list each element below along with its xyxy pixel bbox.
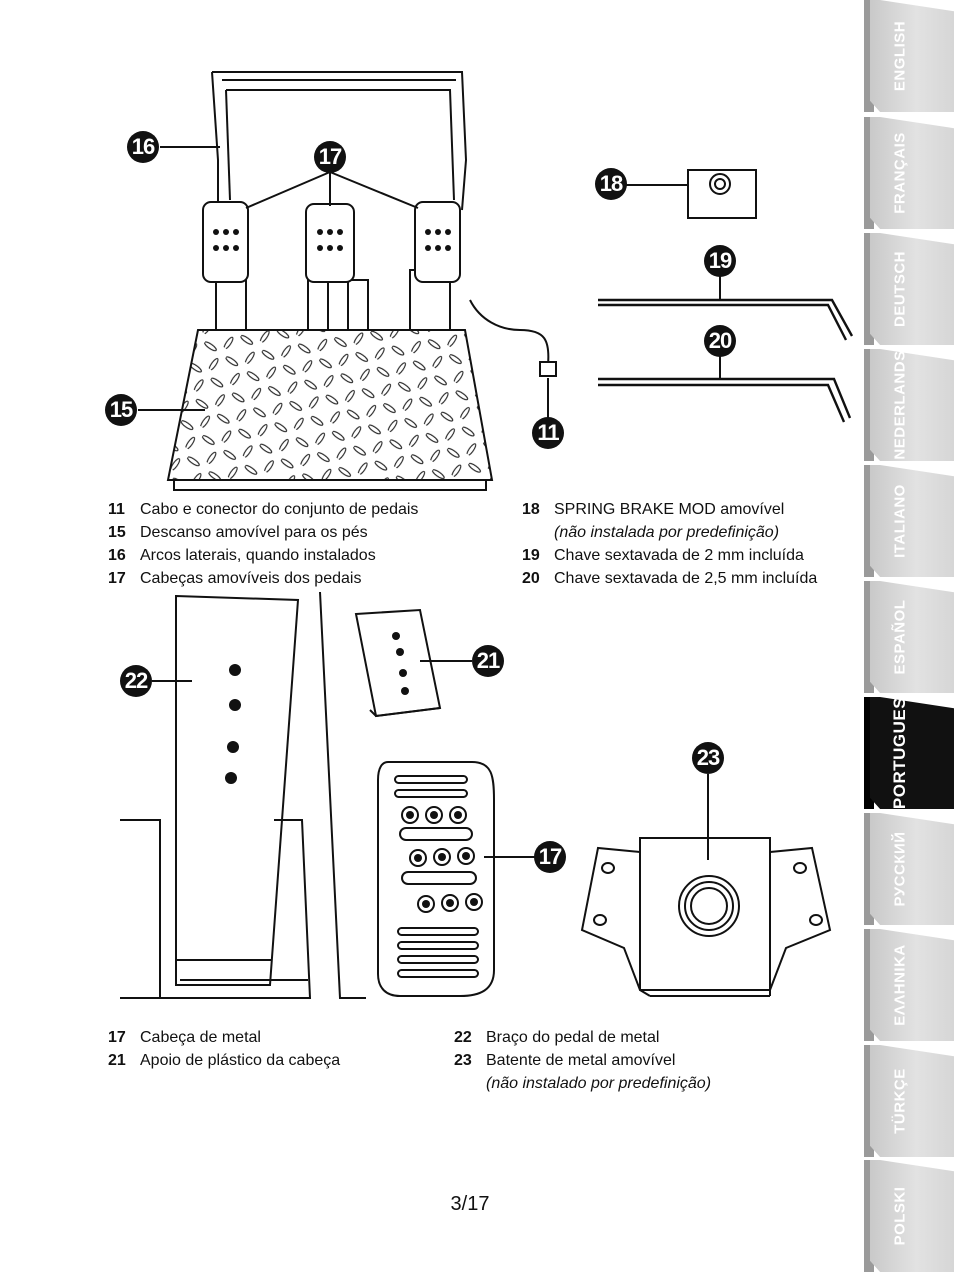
tab-ellinika[interactable]: ΕΛΛΗΝΙΚΑ	[864, 929, 954, 1041]
tab-portugues[interactable]: PORTUGUES	[864, 697, 954, 809]
tab-nederlands[interactable]: NEDERLANDS	[864, 349, 954, 461]
callout-17-top: 17	[314, 141, 346, 173]
tab-english[interactable]: ENGLISH	[864, 0, 954, 112]
tab-label: ENGLISH	[891, 20, 909, 92]
page-number: 3/17	[450, 1193, 490, 1215]
tab-label: РУССКИЙ	[891, 831, 909, 907]
tab-label: NEDERLANDS	[891, 350, 909, 460]
callout-20: 20	[704, 325, 736, 357]
tab-label: ΕΛΛΗΝΙΚΑ	[891, 944, 909, 1026]
legend-item-note: (não instalado por predefinição)	[486, 1075, 712, 1092]
callout-17-bottom: 17	[534, 841, 566, 873]
callout-11: 11	[532, 417, 564, 449]
language-tabs: ENGLISH FRANÇAIS DEUTSCH NEDERLANDS ITAL…	[864, 0, 954, 1272]
legend-item-note: (não instalada por predefinição)	[554, 524, 780, 541]
tab-label: FRANÇAIS	[891, 132, 909, 214]
callout-19: 19	[704, 245, 736, 277]
callout-22: 22	[120, 665, 152, 697]
tab-label: PORTUGUES	[890, 696, 909, 810]
callout-23: 23	[692, 742, 724, 774]
callout-16: 16	[127, 131, 159, 163]
tab-label: ITALIANO	[891, 484, 909, 558]
tab-label: ESPAÑOL	[891, 599, 909, 675]
tab-label: DEUTSCH	[891, 250, 909, 328]
callout-21: 21	[472, 645, 504, 677]
tab-francais[interactable]: FRANÇAIS	[864, 117, 954, 229]
tab-espanol[interactable]: ESPAÑOL	[864, 581, 954, 693]
tab-label: POLSKI	[891, 1186, 909, 1246]
tab-deutsch[interactable]: DEUTSCH	[864, 233, 954, 345]
tab-turkce[interactable]: TÜRKÇE	[864, 1045, 954, 1157]
callout-18: 18	[595, 168, 627, 200]
tab-italiano[interactable]: ITALIANO	[864, 465, 954, 577]
tab-russkiy[interactable]: РУССКИЙ	[864, 813, 954, 925]
tab-label: TÜRKÇE	[891, 1068, 909, 1134]
callout-15: 15	[105, 394, 137, 426]
tab-polski[interactable]: POLSKI	[864, 1160, 954, 1272]
